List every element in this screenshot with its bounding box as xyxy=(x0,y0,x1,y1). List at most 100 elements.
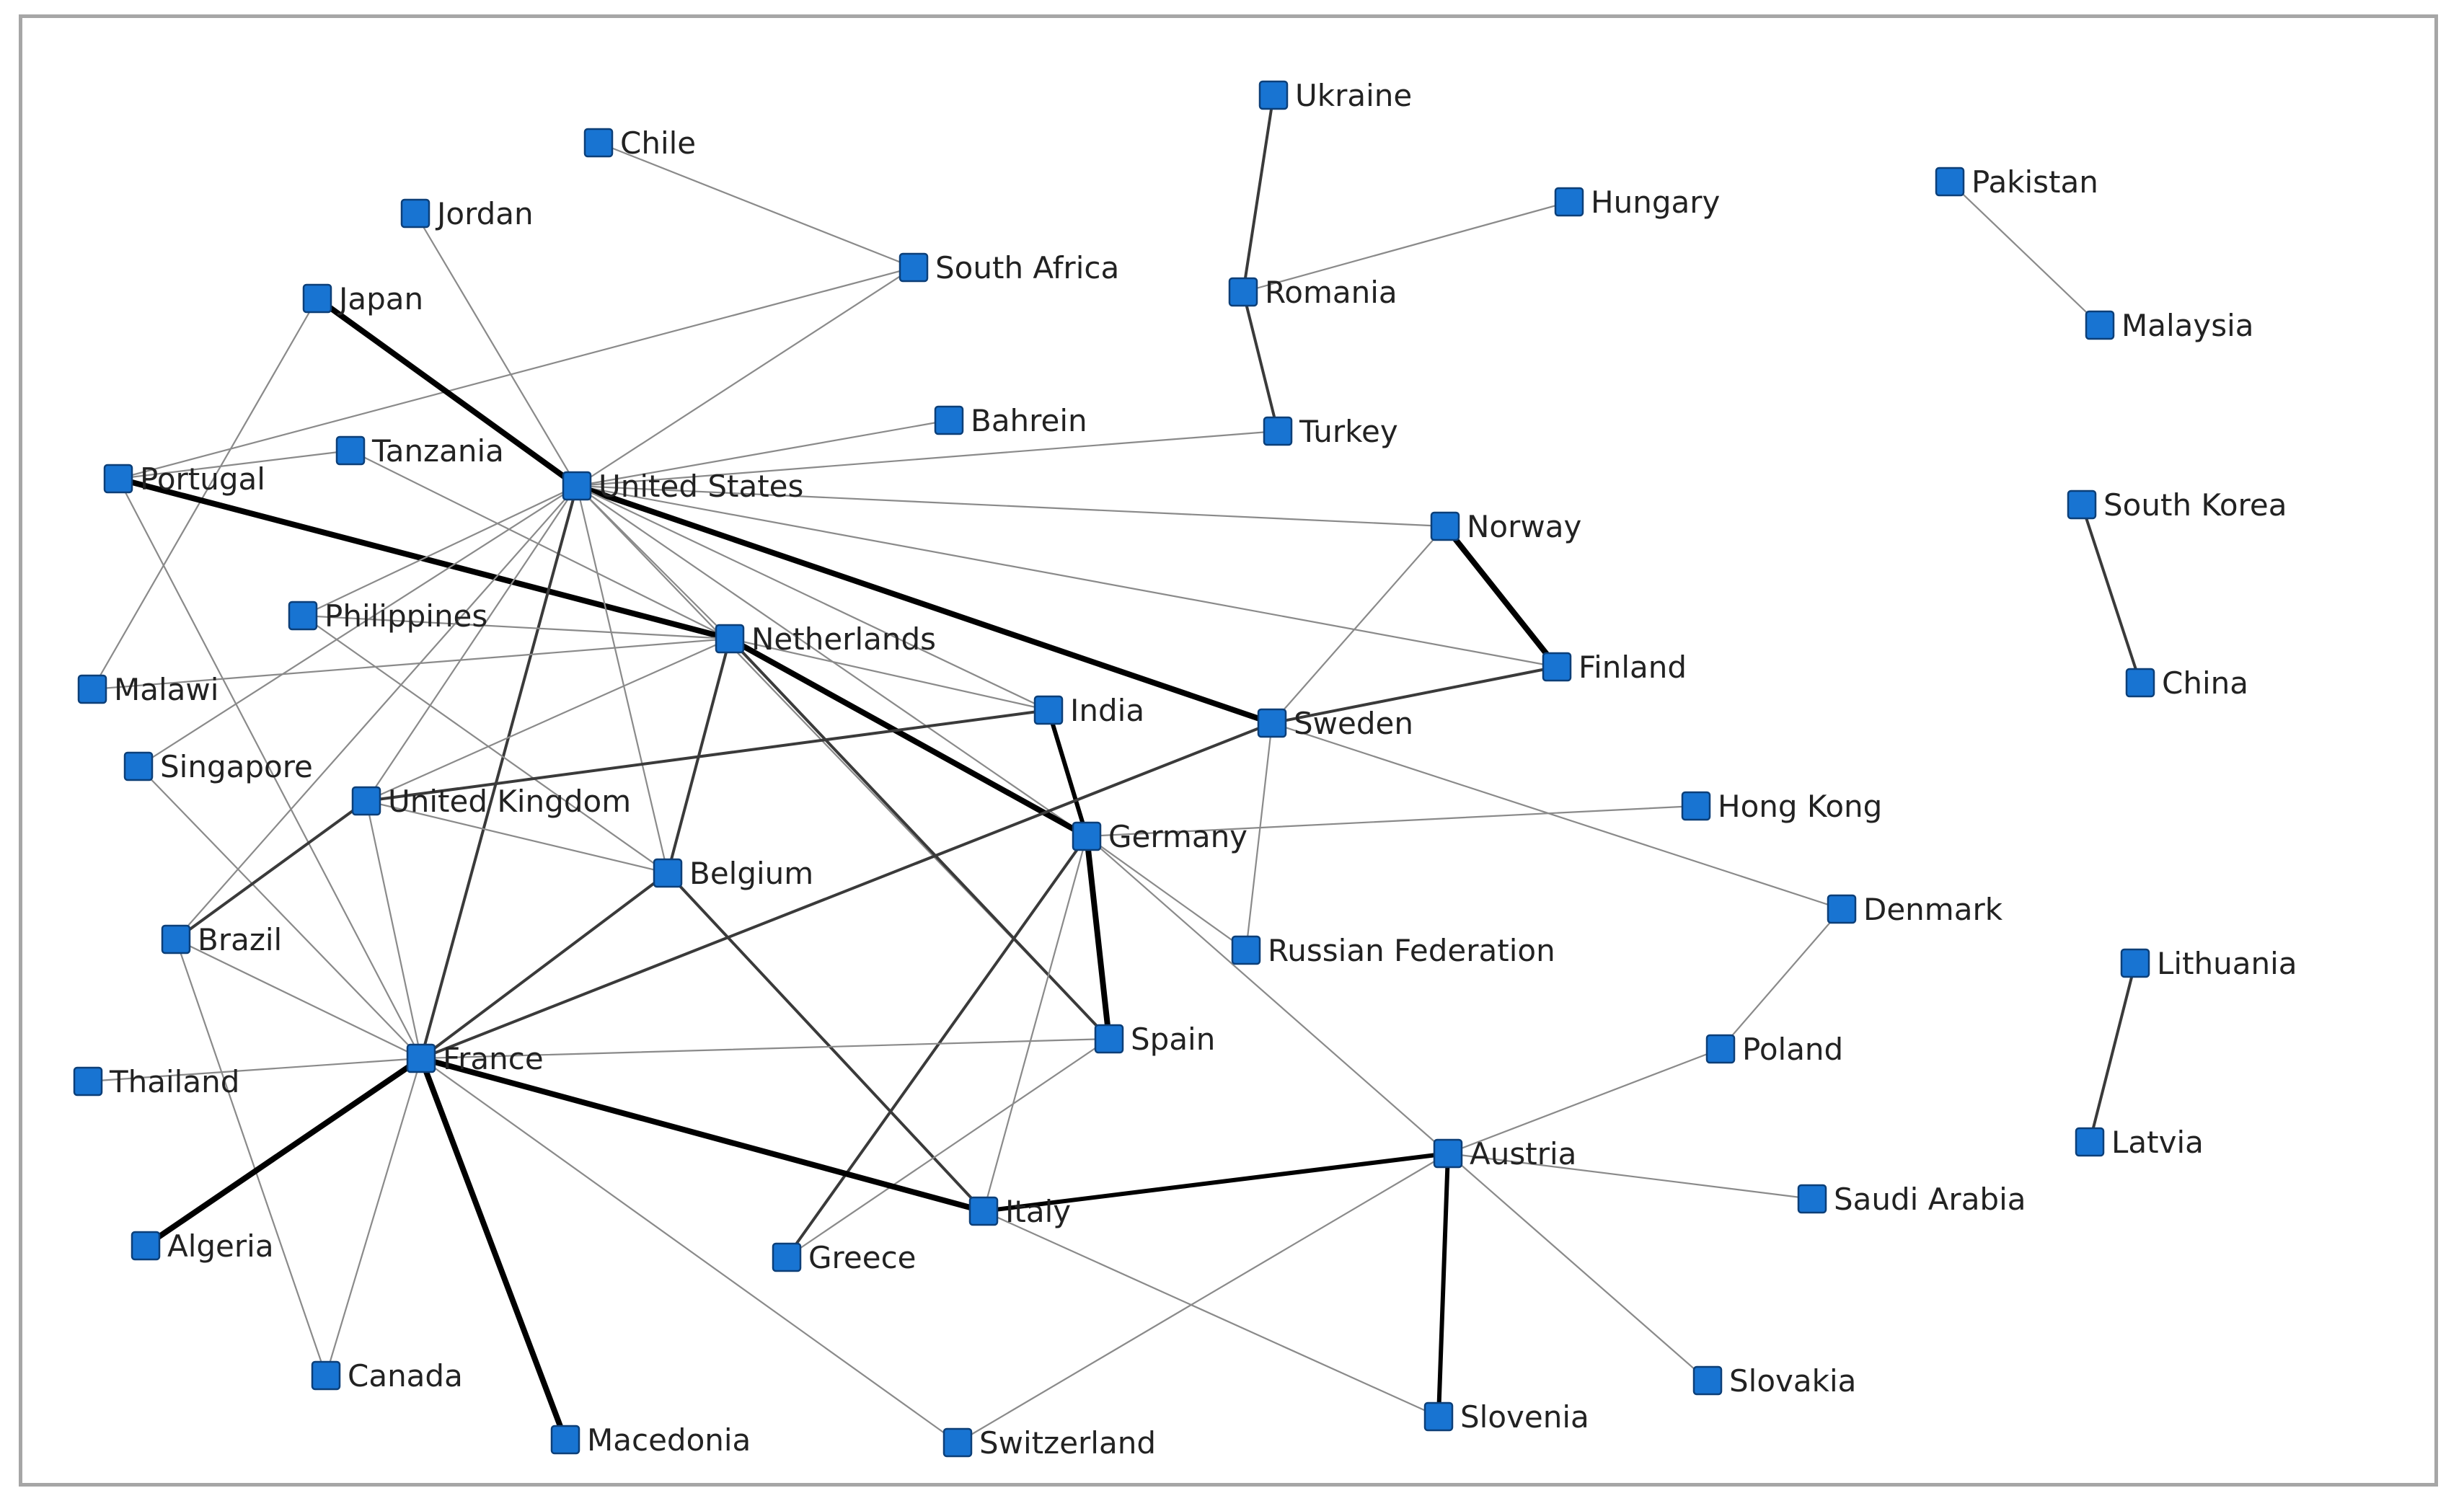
node-marker-sweden[interactable] xyxy=(1257,708,1287,738)
node-germany[interactable]: Germany xyxy=(1072,819,1248,854)
node-marker-saudi-arabia[interactable] xyxy=(1797,1184,1827,1214)
node-marker-ukraine[interactable] xyxy=(1258,80,1289,110)
node-marker-malawi[interactable] xyxy=(77,674,107,704)
node-spain[interactable]: Spain xyxy=(1094,1022,1215,1057)
node-lithuania[interactable]: Lithuania xyxy=(2120,946,2297,981)
node-macedonia[interactable]: Macedonia xyxy=(550,1422,751,1458)
node-malaysia[interactable]: Malaysia xyxy=(2085,308,2254,343)
node-marker-united-states[interactable] xyxy=(562,471,592,501)
node-austria[interactable]: Austria xyxy=(1433,1136,1576,1171)
node-marker-poland[interactable] xyxy=(1705,1034,1736,1064)
node-marker-tanzania[interactable] xyxy=(335,435,366,466)
node-marker-chile[interactable] xyxy=(583,128,614,158)
node-sweden[interactable]: Sweden xyxy=(1257,706,1413,741)
node-marker-china[interactable] xyxy=(2125,668,2155,698)
node-russian-federation[interactable]: Russian Federation xyxy=(1231,933,1555,968)
node-philippines[interactable]: Philippines xyxy=(288,598,487,634)
node-label-pakistan: Pakistan xyxy=(1971,164,2098,200)
node-marker-spain[interactable] xyxy=(1094,1024,1124,1054)
node-label-austria: Austria xyxy=(1470,1136,1576,1171)
node-marker-portugal[interactable] xyxy=(103,464,133,494)
node-marker-hungary[interactable] xyxy=(1554,187,1584,217)
node-label-tanzania: Tanzania xyxy=(371,433,504,469)
node-marker-switzerland[interactable] xyxy=(942,1427,973,1458)
node-slovenia[interactable]: Slovenia xyxy=(1423,1399,1589,1435)
node-switzerland[interactable]: Switzerland xyxy=(942,1425,1156,1461)
node-marker-italy[interactable] xyxy=(968,1196,999,1226)
node-greece[interactable]: Greece xyxy=(772,1240,917,1275)
node-brazil[interactable]: Brazil xyxy=(161,922,282,957)
node-marker-jordan[interactable] xyxy=(400,198,430,229)
node-marker-finland[interactable] xyxy=(1542,652,1572,682)
node-latvia[interactable]: Latvia xyxy=(2075,1125,2204,1160)
node-marker-algeria[interactable] xyxy=(131,1231,161,1261)
node-thailand[interactable]: Thailand xyxy=(73,1064,239,1099)
node-marker-germany[interactable] xyxy=(1072,821,1102,851)
node-canada[interactable]: Canada xyxy=(311,1358,463,1394)
node-japan[interactable]: Japan xyxy=(302,281,423,316)
node-marker-france[interactable] xyxy=(406,1043,436,1073)
node-marker-slovenia[interactable] xyxy=(1423,1401,1454,1432)
node-marker-austria[interactable] xyxy=(1433,1138,1463,1169)
node-marker-denmark[interactable] xyxy=(1827,894,1857,924)
node-marker-philippines[interactable] xyxy=(288,601,318,631)
node-marker-hong-kong[interactable] xyxy=(1681,791,1711,821)
node-marker-japan[interactable] xyxy=(302,283,332,314)
node-jordan[interactable]: Jordan xyxy=(400,196,534,231)
node-marker-lithuania[interactable] xyxy=(2120,948,2150,978)
node-france[interactable]: France xyxy=(406,1041,544,1076)
edge-pakistan-malaysia xyxy=(1948,180,2101,327)
node-romania[interactable]: Romania xyxy=(1228,275,1397,310)
node-marker-pakistan[interactable] xyxy=(1935,167,1965,197)
node-norway[interactable]: Norway xyxy=(1430,509,1581,544)
node-netherlands[interactable]: Netherlands xyxy=(715,621,936,657)
node-marker-thailand[interactable] xyxy=(73,1066,103,1097)
node-tanzania[interactable]: Tanzania xyxy=(335,433,504,469)
node-ukraine[interactable]: Ukraine xyxy=(1258,78,1412,113)
node-denmark[interactable]: Denmark xyxy=(1827,892,2003,927)
node-marker-bahrein[interactable] xyxy=(934,405,964,435)
node-algeria[interactable]: Algeria xyxy=(131,1228,274,1264)
node-marker-malaysia[interactable] xyxy=(2085,310,2115,340)
node-singapore[interactable]: Singapore xyxy=(123,749,313,784)
node-marker-singapore[interactable] xyxy=(123,751,154,781)
node-marker-united-kingdom[interactable] xyxy=(351,786,381,816)
node-finland[interactable]: Finland xyxy=(1542,650,1687,685)
node-marker-slovakia[interactable] xyxy=(1692,1365,1723,1396)
node-hong-kong[interactable]: Hong Kong xyxy=(1681,789,1882,824)
node-marker-netherlands[interactable] xyxy=(715,624,745,654)
node-bahrein[interactable]: Bahrein xyxy=(934,403,1087,438)
node-chile[interactable]: Chile xyxy=(583,125,696,161)
node-marker-greece[interactable] xyxy=(772,1242,802,1272)
node-portugal[interactable]: Portugal xyxy=(103,461,265,497)
node-marker-south-korea[interactable] xyxy=(2067,490,2097,520)
node-poland[interactable]: Poland xyxy=(1705,1032,1843,1067)
node-china[interactable]: China xyxy=(2125,665,2248,701)
node-label-jordan: Jordan xyxy=(435,196,534,231)
node-hungary[interactable]: Hungary xyxy=(1554,185,1720,220)
node-south-korea[interactable]: South Korea xyxy=(2067,487,2287,523)
node-italy[interactable]: Italy xyxy=(968,1194,1071,1229)
node-marker-macedonia[interactable] xyxy=(550,1425,580,1455)
node-slovakia[interactable]: Slovakia xyxy=(1692,1363,1856,1399)
node-marker-brazil[interactable] xyxy=(161,924,191,954)
node-united-kingdom[interactable]: United Kingdom xyxy=(351,784,631,819)
node-india[interactable]: India xyxy=(1033,693,1144,728)
node-marker-turkey[interactable] xyxy=(1263,416,1293,446)
node-south-africa[interactable]: South Africa xyxy=(898,250,1119,285)
edge-denmark-poland xyxy=(1719,908,1843,1050)
node-marker-russian-federation[interactable] xyxy=(1231,935,1261,965)
node-marker-india[interactable] xyxy=(1033,695,1064,725)
node-marker-norway[interactable] xyxy=(1430,511,1460,541)
node-marker-canada[interactable] xyxy=(311,1360,341,1391)
node-belgium[interactable]: Belgium xyxy=(653,856,813,891)
node-marker-belgium[interactable] xyxy=(653,858,683,888)
node-malawi[interactable]: Malawi xyxy=(77,672,218,707)
node-marker-latvia[interactable] xyxy=(2075,1127,2105,1157)
node-marker-south-africa[interactable] xyxy=(898,252,929,283)
node-marker-romania[interactable] xyxy=(1228,277,1258,307)
node-united-states[interactable]: United States xyxy=(562,469,803,504)
node-pakistan[interactable]: Pakistan xyxy=(1935,164,2098,200)
node-saudi-arabia[interactable]: Saudi Arabia xyxy=(1797,1182,2026,1217)
node-turkey[interactable]: Turkey xyxy=(1263,414,1398,449)
